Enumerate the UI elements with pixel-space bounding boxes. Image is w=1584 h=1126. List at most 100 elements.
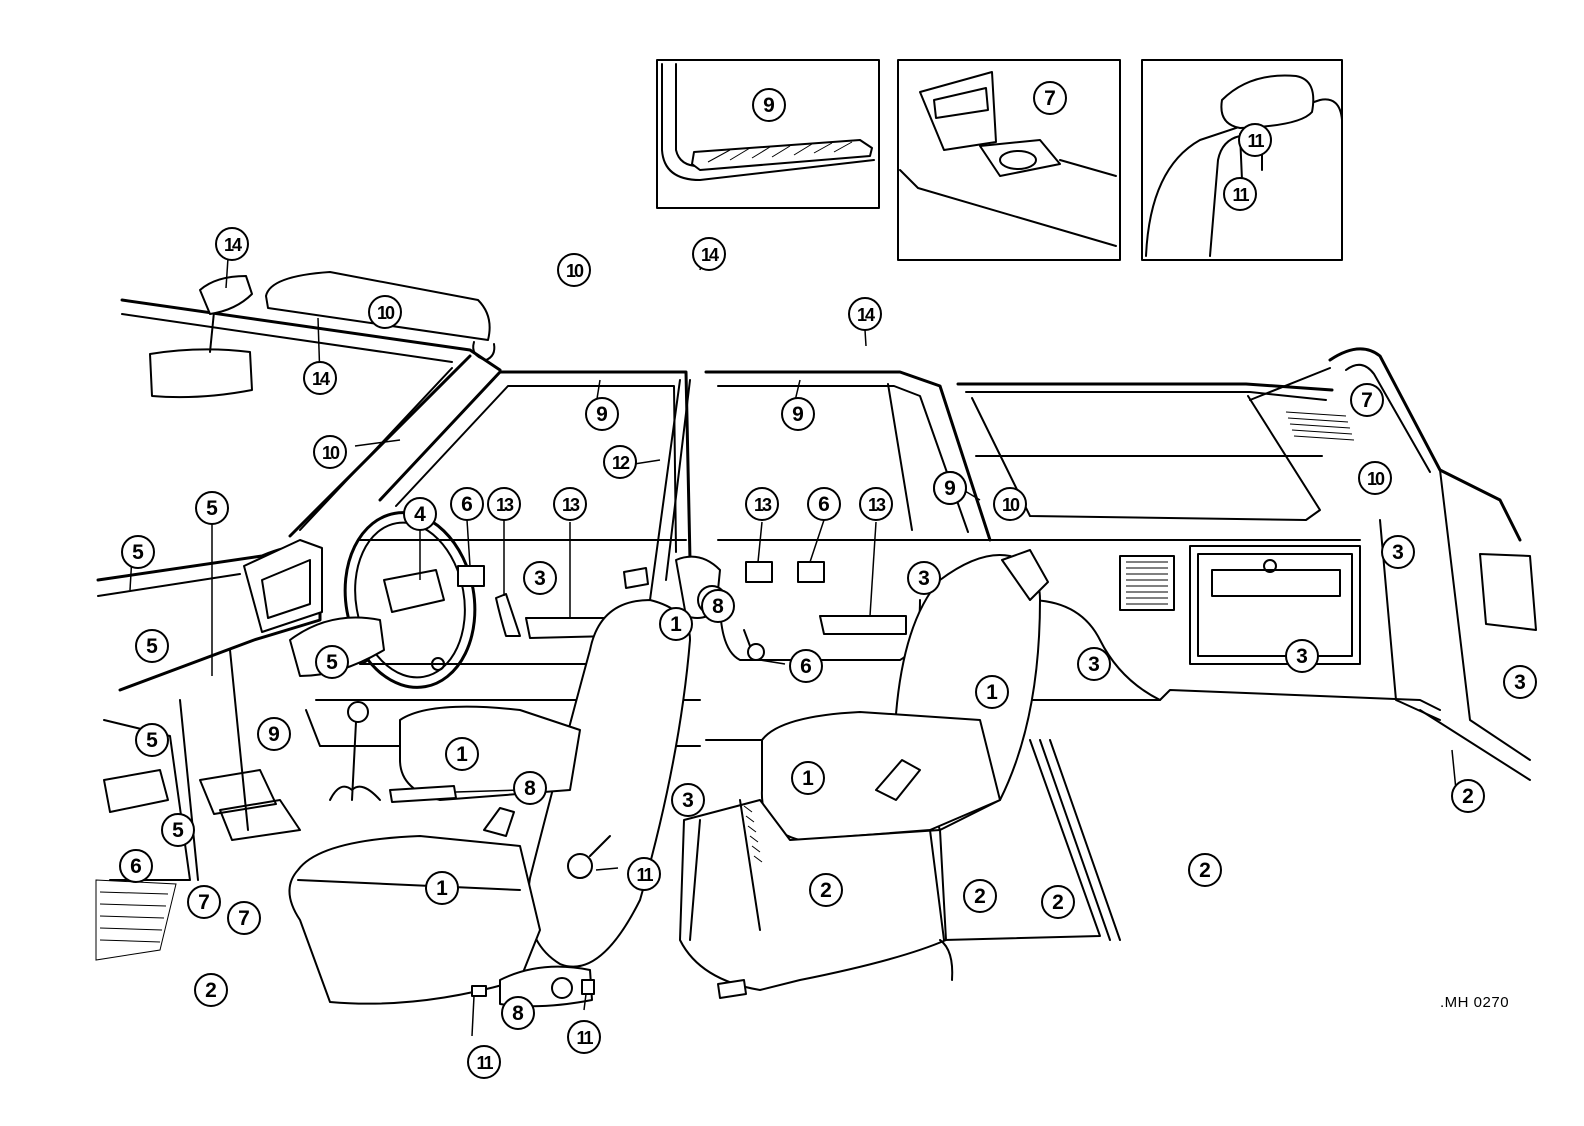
- callout-group: 9711111414101014149910121010107554613133…: [119, 81, 1537, 1079]
- callout-circle: [567, 1020, 601, 1054]
- callout-7: 7: [1033, 81, 1067, 115]
- callout-circle: [450, 487, 484, 521]
- callout-label: 3: [534, 567, 546, 590]
- callout-label: 13: [496, 495, 514, 515]
- callout-2: 2: [809, 873, 843, 907]
- callout-13: 13: [859, 487, 893, 521]
- callout-circle: [1238, 123, 1272, 157]
- callout-11: 11: [627, 857, 661, 891]
- callout-label: 1: [456, 743, 468, 766]
- callout-13: 13: [487, 487, 521, 521]
- inset-headrest: [1141, 59, 1343, 261]
- callout-3: 3: [671, 783, 705, 817]
- callout-13: 13: [745, 487, 779, 521]
- callout-1: 1: [975, 675, 1009, 709]
- callout-circle: [403, 497, 437, 531]
- callout-label: 3: [1296, 645, 1308, 668]
- callout-7: 7: [227, 901, 261, 935]
- callout-label: 6: [461, 493, 473, 516]
- callout-circle: [313, 435, 347, 469]
- callout-circle: [975, 675, 1009, 709]
- callout-label: 11: [636, 865, 653, 885]
- callout-14: 14: [692, 237, 726, 271]
- callout-label: 1: [670, 613, 682, 636]
- callout-1: 1: [791, 761, 825, 795]
- callout-label: 8: [712, 595, 724, 618]
- callout-2: 2: [1188, 853, 1222, 887]
- callout-14: 14: [303, 361, 337, 395]
- callout-label: 14: [857, 305, 875, 325]
- cabin-structure: [120, 271, 1537, 781]
- callout-circle: [467, 1045, 501, 1079]
- callout-3: 3: [1381, 535, 1415, 569]
- callout-circle: [513, 771, 547, 805]
- callout-label: 5: [132, 541, 144, 564]
- callout-label: 11: [1247, 131, 1264, 151]
- callout-circle: [194, 973, 228, 1007]
- callout-label: 2: [205, 979, 217, 1002]
- callout-circle: [627, 857, 661, 891]
- front-seat: [288, 555, 727, 1008]
- callout-circle: [1077, 647, 1111, 681]
- callout-9: 9: [585, 397, 619, 431]
- callout-circle: [1285, 639, 1319, 673]
- callout-circle: [993, 487, 1027, 521]
- floor-carpet: [689, 739, 1121, 941]
- callout-6: 6: [119, 849, 153, 883]
- callout-5: 5: [195, 491, 229, 525]
- callout-circle: [557, 253, 591, 287]
- callout-9: 9: [933, 471, 967, 505]
- callout-label: 6: [818, 493, 830, 516]
- callout-label: 7: [1361, 389, 1373, 412]
- callout-12: 12: [603, 445, 637, 479]
- callout-11: 11: [567, 1020, 601, 1054]
- callout-label: 9: [944, 477, 956, 500]
- callout-circle: [701, 589, 735, 623]
- callout-10: 10: [1358, 461, 1392, 495]
- callout-11: 11: [1238, 123, 1272, 157]
- callout-circle: [791, 761, 825, 795]
- callout-3: 3: [1077, 647, 1111, 681]
- callout-circle: [1451, 779, 1485, 813]
- callout-circle: [1188, 853, 1222, 887]
- callout-circle: [257, 717, 291, 751]
- callout-13: 13: [553, 487, 587, 521]
- callout-label: 4: [414, 503, 426, 526]
- callout-label: 2: [1462, 785, 1474, 808]
- callout-circle: [671, 783, 705, 817]
- callout-label: 14: [224, 235, 242, 255]
- inset-console-box: [897, 59, 1121, 261]
- callout-circle: [425, 871, 459, 905]
- callout-circle: [789, 649, 823, 683]
- callout-circle: [1381, 535, 1415, 569]
- callout-circle: [692, 237, 726, 271]
- callout-label: 2: [1052, 891, 1064, 914]
- callout-circle: [135, 629, 169, 663]
- callout-9: 9: [781, 397, 815, 431]
- callout-circle: [1358, 461, 1392, 495]
- callout-circle: [553, 487, 587, 521]
- callout-circle: [161, 813, 195, 847]
- callout-2: 2: [194, 973, 228, 1007]
- callout-label: 1: [802, 767, 814, 790]
- callout-label: 5: [146, 635, 158, 658]
- leader-lines: [129, 253, 1457, 1037]
- callout-circle: [1350, 383, 1384, 417]
- callout-label: 2: [820, 879, 832, 902]
- callout-label: 10: [566, 261, 584, 281]
- callout-label: 9: [792, 403, 804, 426]
- callout-circle: [781, 397, 815, 431]
- callout-1: 1: [659, 607, 693, 641]
- callout-7: 7: [187, 885, 221, 919]
- callout-5: 5: [135, 723, 169, 757]
- callout-circle: [859, 487, 893, 521]
- callout-circle: [215, 227, 249, 261]
- callout-circle: [848, 297, 882, 331]
- callout-9: 9: [752, 88, 786, 122]
- callout-circle: [523, 561, 557, 595]
- callout-3: 3: [1285, 639, 1319, 673]
- callout-circle: [445, 737, 479, 771]
- callout-label: 11: [1232, 185, 1249, 205]
- callout-8: 8: [701, 589, 735, 623]
